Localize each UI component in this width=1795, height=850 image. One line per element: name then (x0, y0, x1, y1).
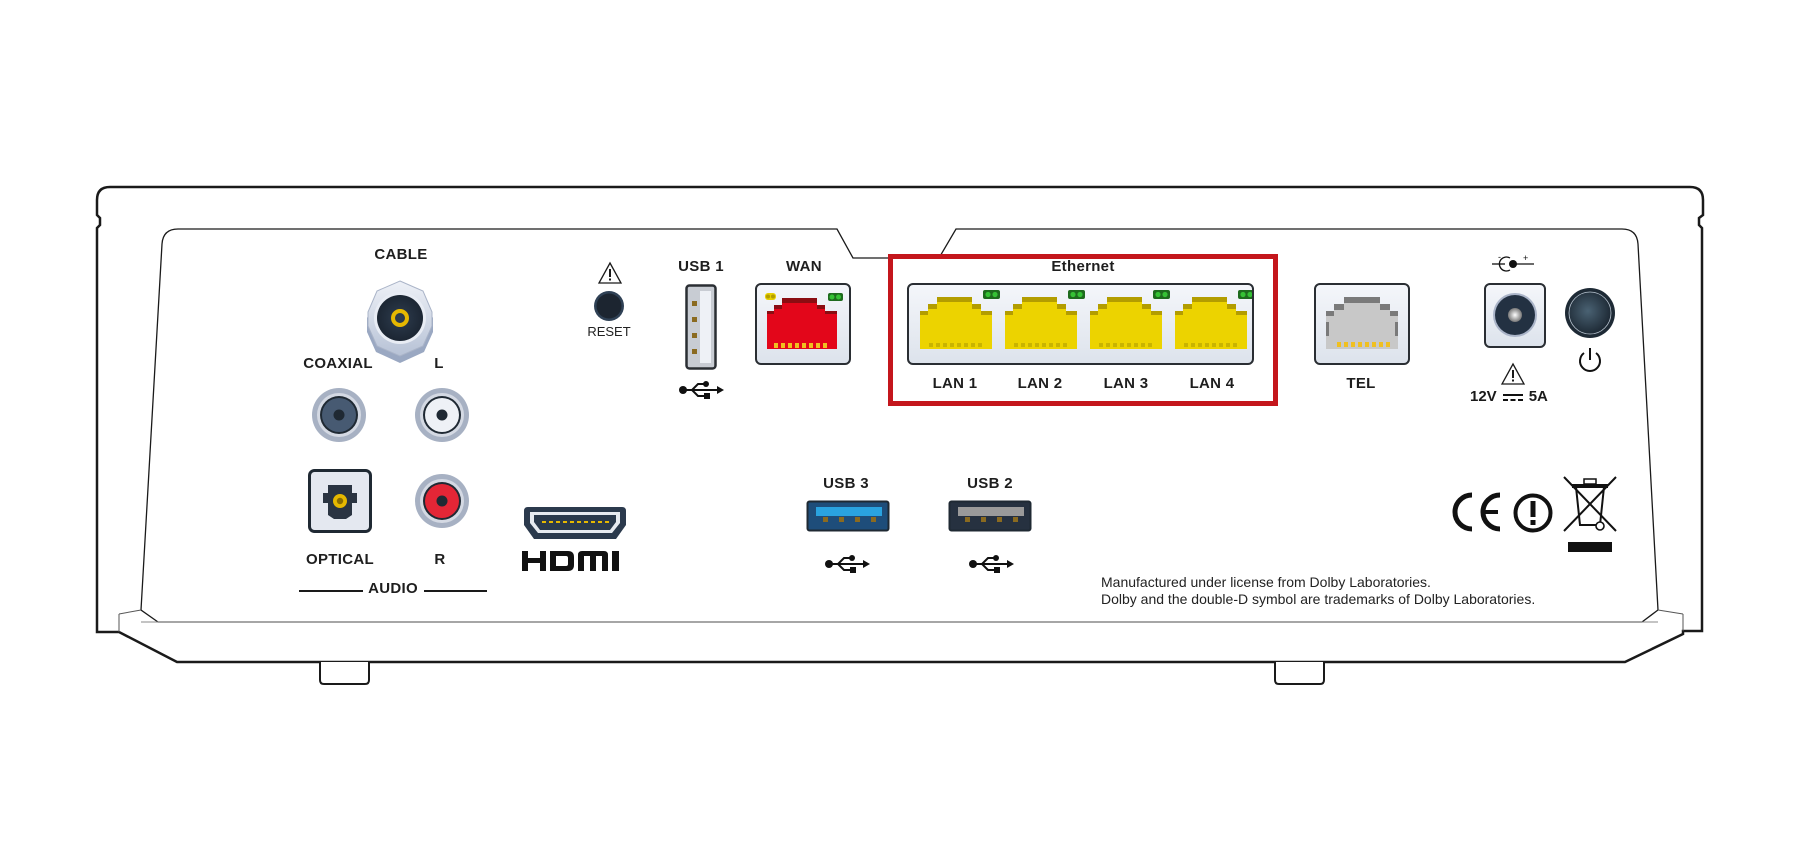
lan4-label: LAN 4 (1189, 375, 1235, 392)
wan-rj45-icon (765, 293, 843, 349)
wan-label: WAN (786, 258, 822, 275)
dolby-license-line-2: Dolby and the double-D symbol are tradem… (1101, 591, 1536, 607)
usb1-usb-icon (679, 381, 724, 399)
weee-crossed-bin-icon (1563, 476, 1617, 552)
lan4-port[interactable] (1175, 290, 1255, 349)
audio-right-jack[interactable] (414, 473, 470, 529)
hdmi-logo (522, 551, 619, 571)
usb2-label: USB 2 (967, 475, 1013, 492)
wan-port[interactable] (755, 283, 851, 365)
lan1-label: LAN 1 (932, 375, 978, 392)
audio-divider-left (299, 590, 363, 592)
svg-text:+: + (1523, 253, 1528, 263)
power-rating: 12V 5A (1470, 388, 1548, 405)
power-warning-triangle-icon (1500, 362, 1526, 385)
tel-rj11-icon (1326, 297, 1398, 349)
usb1-label: USB 1 (678, 258, 724, 275)
dolby-license-line-1: Manufactured under license from Dolby La… (1101, 574, 1431, 590)
audio-left-jack[interactable] (414, 387, 470, 443)
reset-button[interactable] (593, 290, 625, 322)
usb3-usb-icon (825, 555, 870, 573)
svg-text:-: - (1498, 252, 1501, 262)
reset-warning-triangle-icon (597, 261, 623, 284)
lan2-label: LAN 2 (1017, 375, 1063, 392)
lan3-port[interactable] (1090, 290, 1170, 349)
tel-label: TEL (1346, 375, 1376, 392)
dc-power-jack[interactable] (1484, 283, 1546, 348)
ethernet-highlight-box (888, 254, 1278, 406)
audio-divider-right (424, 590, 487, 592)
usb2-port[interactable] (948, 500, 1032, 532)
usb3-port[interactable] (806, 500, 890, 532)
optical-audio-port[interactable] (308, 469, 372, 533)
lan3-label: LAN 3 (1103, 375, 1149, 392)
usb2-usb-icon (969, 555, 1014, 573)
tel-port[interactable] (1314, 283, 1410, 365)
lan-rj45-group (920, 290, 1255, 349)
dc-current-symbol-icon (1502, 393, 1523, 401)
audio-right-label: R (434, 551, 446, 568)
dc-jack-socket (1493, 293, 1537, 337)
ethernet-label: Ethernet (1051, 258, 1115, 275)
optical-label: OPTICAL (306, 551, 374, 568)
cable-coax-connector[interactable] (360, 280, 440, 366)
power-button[interactable] (1564, 287, 1616, 339)
coaxial-digital-audio-jack[interactable] (311, 387, 367, 443)
audio-group-label: AUDIO (368, 580, 418, 597)
audio-left-label: L (434, 355, 444, 372)
power-rating-current: 5A (1528, 388, 1548, 405)
coaxial-label: COAXIAL (303, 355, 373, 372)
power-icon (1579, 348, 1601, 372)
ce-mark-icon (1452, 492, 1501, 532)
usb1-port[interactable] (685, 284, 717, 370)
reset-label: RESET (587, 324, 631, 339)
usb3-label: USB 3 (823, 475, 869, 492)
cable-label: CABLE (374, 246, 428, 263)
alert-circle-icon (1513, 493, 1553, 533)
hdmi-port[interactable] (522, 505, 628, 543)
lan-port-block (907, 283, 1255, 365)
lan2-port[interactable] (1005, 290, 1085, 349)
dc-polarity-icon: - + (1492, 252, 1534, 272)
power-rating-voltage: 12V (1470, 388, 1497, 405)
lan1-port[interactable] (920, 290, 1000, 349)
